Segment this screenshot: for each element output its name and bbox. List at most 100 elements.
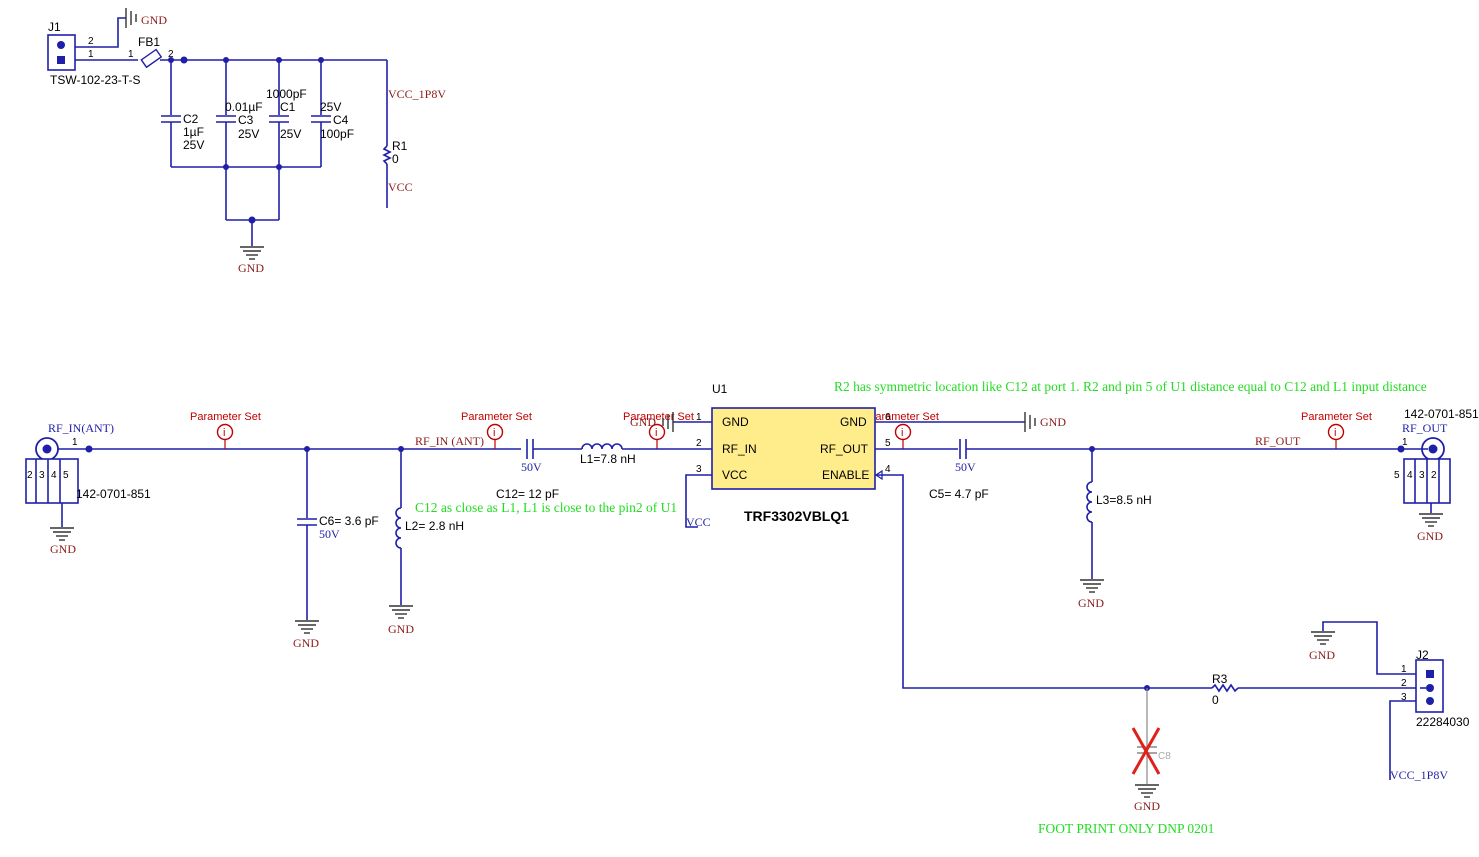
- r1-value: 0: [392, 152, 399, 166]
- u1-ref: U1: [712, 382, 728, 396]
- gnd-label: GND: [238, 261, 264, 275]
- c4-ref: C4: [333, 113, 349, 127]
- parameter-set-label: Parameter Set: [1301, 411, 1372, 423]
- c12-voltage: 50V: [521, 460, 542, 474]
- net-vcc-1p8v-j2: VCC_1P8V: [1390, 768, 1448, 782]
- rf-out-gnd-pin: 5: [1394, 470, 1400, 481]
- c1-ref: C1: [280, 100, 296, 114]
- note-footprint: FOOT PRINT ONLY DNP 0201: [1038, 821, 1214, 836]
- ic-u1[interactable]: [711, 407, 876, 490]
- j1-pin2: 2: [88, 36, 94, 47]
- parameter-set-marker[interactable]: i: [894, 423, 912, 450]
- gnd-label: GND: [388, 622, 414, 636]
- j2-ref: J2: [1416, 648, 1429, 662]
- u1-pin-gnd-right: GND: [840, 415, 867, 429]
- rf-out-gnd-pin: 2: [1431, 470, 1437, 481]
- parameter-set-marker[interactable]: i: [648, 423, 666, 450]
- capacitor-c6[interactable]: [297, 449, 317, 620]
- c3-voltage: 25V: [238, 127, 259, 141]
- rf-in-gnd-pin: 4: [51, 470, 57, 481]
- gnd-symbol: [125, 8, 137, 28]
- parameter-set-marker[interactable]: i: [1327, 423, 1345, 450]
- c6-value: C6= 3.6 pF: [319, 514, 379, 528]
- inductor-l1[interactable]: [581, 443, 623, 450]
- net-vcc: VCC: [388, 180, 413, 194]
- c8-ref: C8: [1158, 751, 1171, 762]
- fb1-pin2: 2: [168, 49, 174, 60]
- u1-pin-enable: ENABLE: [822, 468, 869, 482]
- capacitor-c5[interactable]: [959, 439, 967, 459]
- net-vcc-1p8v: VCC_1P8V: [388, 87, 446, 101]
- u1-pin-number: 1: [696, 412, 702, 423]
- c6-voltage: 50V: [319, 527, 340, 541]
- rf-out-connector[interactable]: [1403, 437, 1451, 504]
- u1-pin-rf-in: RF_IN: [722, 442, 757, 456]
- capacitor-c12[interactable]: [526, 439, 534, 459]
- u1-part: TRF3302VBLQ1: [744, 508, 849, 524]
- c5-value: C5= 4.7 pF: [929, 487, 989, 501]
- u1-pin-number: 3: [696, 464, 702, 475]
- parameter-set-label: Parameter Set: [868, 411, 939, 423]
- fb1-ref: FB1: [138, 35, 160, 49]
- j1-pin1: 1: [88, 49, 94, 60]
- c5-voltage: 50V: [955, 460, 976, 474]
- gnd-label: GND: [50, 542, 76, 556]
- rf-out-part: 142-0701-851: [1404, 407, 1479, 421]
- c3-ref: C3: [238, 113, 254, 127]
- rf-in-gnd-pin: 5: [63, 470, 69, 481]
- net-rf-out: RF_OUT: [1255, 434, 1301, 448]
- c12-value: C12= 12 pF: [496, 487, 559, 501]
- inductor-l2[interactable]: [395, 449, 402, 605]
- resistor-r3[interactable]: [1211, 683, 1239, 693]
- j2-connector[interactable]: [1415, 659, 1444, 713]
- gnd-symbol: [240, 246, 264, 260]
- svg-text:i: i: [223, 427, 225, 439]
- l1-value: L1=7.8 nH: [580, 452, 636, 466]
- parameter-set-label: Parameter Set: [623, 411, 694, 423]
- dnp-cross-icon: [1131, 727, 1161, 775]
- gnd-label: GND: [1417, 529, 1443, 543]
- rf-in-gnd-pin: 2: [27, 470, 33, 481]
- parameter-set-label: Parameter Set: [461, 411, 532, 423]
- rf-in-pin: 1: [72, 437, 78, 448]
- gnd-label: GND: [630, 415, 656, 429]
- j1-connector[interactable]: [47, 34, 76, 71]
- rf-out-gnd-pin: 4: [1407, 470, 1413, 481]
- c2-voltage: 25V: [183, 138, 204, 152]
- parameter-set-marker[interactable]: i: [486, 423, 504, 450]
- svg-text:i: i: [1334, 427, 1336, 439]
- gnd-symbol: [1419, 513, 1443, 527]
- l2-value: L2= 2.8 nH: [405, 519, 464, 533]
- svg-text:i: i: [901, 427, 903, 439]
- rf-in-connector-net: RF_IN(ANT): [48, 421, 114, 435]
- j2-pin1: 1: [1401, 664, 1407, 675]
- u1-pin-vcc: VCC: [722, 468, 748, 482]
- j1-ref: J1: [48, 20, 61, 34]
- inductor-l3[interactable]: [1086, 449, 1093, 579]
- rf-out-connector-net: RF_OUT: [1402, 421, 1448, 435]
- svg-text:i: i: [493, 427, 495, 439]
- r3-value: 0: [1212, 693, 1219, 707]
- u1-pin-number: 6: [885, 412, 891, 423]
- parameter-set-marker[interactable]: i: [216, 423, 234, 450]
- rf-in-connector[interactable]: [25, 437, 79, 504]
- u1-pin-number: 5: [885, 438, 891, 449]
- resistor-r1[interactable]: [382, 145, 392, 165]
- rf-out-pin: 1: [1402, 437, 1408, 448]
- r1-ref: R1: [392, 139, 408, 153]
- l3-value: L3=8.5 nH: [1096, 493, 1152, 507]
- gnd-symbol: [1135, 784, 1159, 798]
- gnd-label: GND: [141, 13, 167, 27]
- j1-part: TSW-102-23-T-S: [50, 73, 140, 87]
- c1-value: 1000pF: [266, 87, 307, 101]
- rf-out-gnd-pin: 3: [1419, 470, 1425, 481]
- u1-pin-gnd-left: GND: [722, 415, 749, 429]
- gnd-label: GND: [1078, 596, 1104, 610]
- ferrite-bead-fb1[interactable]: [140, 48, 163, 69]
- c4-voltage: 25V: [320, 100, 341, 114]
- net-rf-in: RF_IN (ANT): [415, 434, 484, 448]
- fb1-pin1: 1: [128, 49, 134, 60]
- gnd-symbol: [662, 412, 674, 432]
- note-c12: C12 as close as L1, L1 is close to the p…: [415, 500, 677, 515]
- j2-pin2: 2: [1401, 678, 1407, 689]
